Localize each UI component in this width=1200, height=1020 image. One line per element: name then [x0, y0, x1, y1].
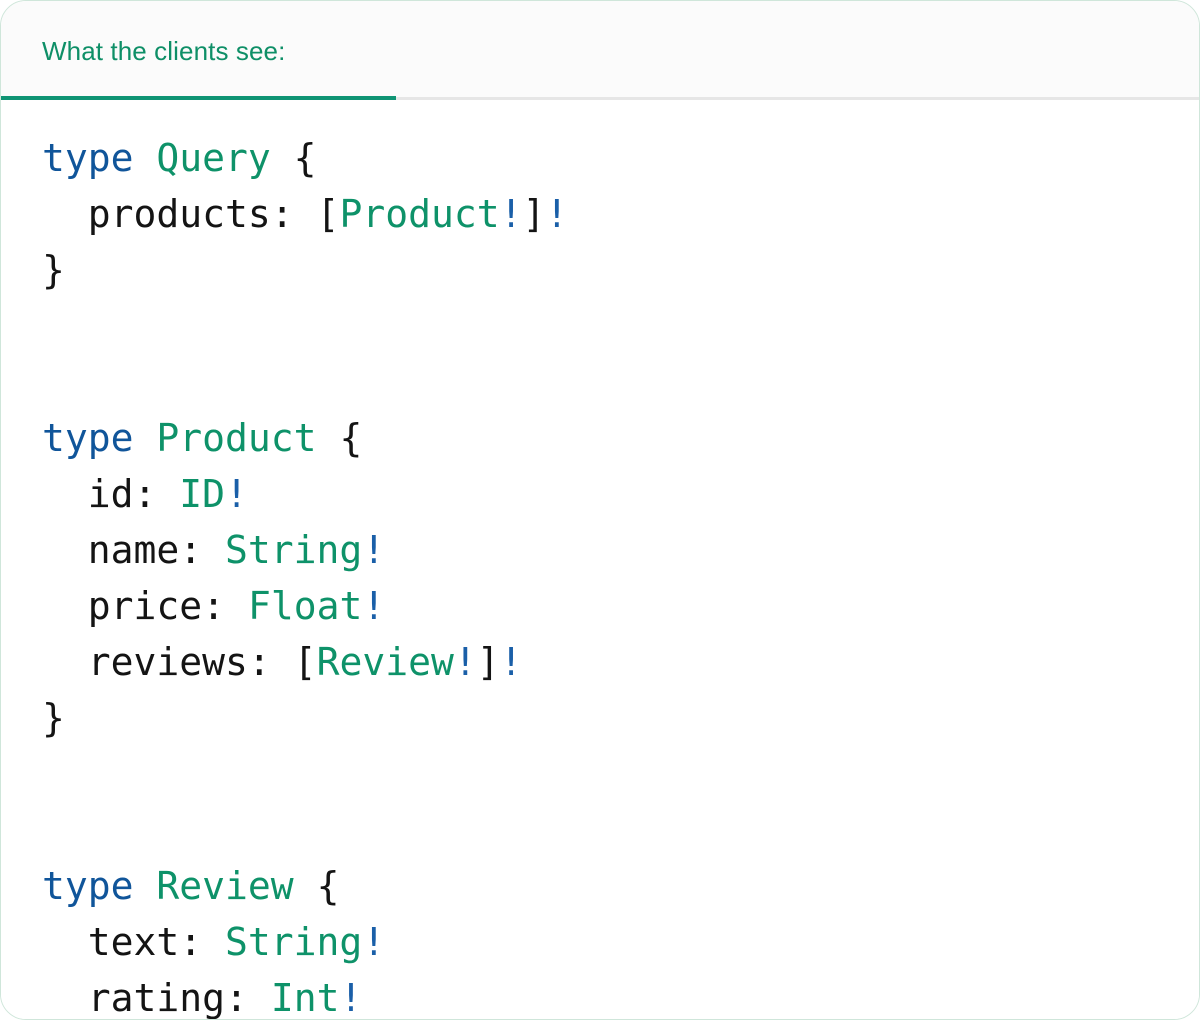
code-token-pun: ] — [476, 640, 500, 684]
code-token-pun — [134, 136, 157, 180]
code-token-kw: type — [42, 864, 134, 908]
graphql-schema-code[interactable]: type Query { products: [Product!]! } typ… — [1, 130, 1199, 1020]
code-line: rating: Int! — [42, 976, 363, 1020]
code-line: name: String! — [42, 528, 385, 572]
code-token-pun — [134, 864, 157, 908]
code-line-blank — [42, 354, 1199, 410]
code-panel: type Query { products: [Product!]! } typ… — [1, 100, 1199, 1020]
code-line: text: String! — [42, 920, 385, 964]
code-line: products: [Product!]! — [42, 192, 569, 236]
code-token-kw: type — [42, 416, 134, 460]
code-token-name: name: — [87, 528, 203, 572]
code-indent — [42, 472, 88, 516]
code-token-bang: ! — [453, 640, 477, 684]
code-indent — [42, 192, 88, 236]
code-token-pun: ] — [522, 192, 546, 236]
code-token-bang: ! — [339, 976, 363, 1020]
code-indent — [42, 584, 88, 628]
code-token-type: Int — [270, 976, 340, 1020]
code-line: } — [42, 696, 65, 740]
code-token-bang: ! — [362, 920, 386, 964]
code-token-type: Review — [316, 640, 454, 684]
code-indent — [42, 920, 88, 964]
code-token-bang: ! — [362, 528, 386, 572]
code-token-type: ID — [179, 472, 226, 516]
code-token-pun: [ — [293, 192, 340, 236]
code-line: id: ID! — [42, 472, 248, 516]
code-token-name: id: — [87, 472, 157, 516]
code-line: } — [42, 248, 65, 292]
code-token-bang: ! — [499, 192, 523, 236]
code-token-type: Query — [156, 136, 271, 180]
code-token-pun — [248, 976, 271, 1019]
code-token-name: reviews: — [87, 640, 271, 684]
code-line-blank — [42, 298, 1199, 354]
code-line: type Review { — [42, 864, 339, 908]
code-token-pun: { — [293, 864, 340, 908]
code-token-name: products: — [87, 192, 294, 236]
code-token-kw: type — [42, 136, 134, 180]
code-token-pun — [225, 584, 248, 628]
code-token-pun: { — [270, 136, 317, 180]
code-token-pun: } — [42, 696, 65, 740]
code-token-pun: } — [42, 248, 65, 292]
tab-label: What the clients see: — [42, 35, 286, 66]
code-indent — [42, 528, 88, 572]
code-indent — [42, 976, 88, 1019]
code-line-blank — [42, 802, 1199, 858]
code-token-type: Float — [247, 584, 363, 628]
code-token-pun: [ — [270, 640, 317, 684]
code-token-pun — [156, 472, 179, 516]
code-token-bang: ! — [225, 472, 248, 516]
code-line: reviews: [Review!]! — [42, 640, 523, 684]
code-indent — [42, 640, 88, 684]
code-token-pun — [202, 528, 225, 572]
code-token-type: Review — [156, 864, 294, 908]
code-token-bang: ! — [362, 584, 386, 628]
code-line: price: Float! — [42, 584, 385, 628]
code-token-bang: ! — [499, 640, 523, 684]
code-token-type: Product — [156, 416, 317, 460]
code-token-name: text: — [87, 920, 203, 964]
code-token-pun — [134, 416, 157, 460]
code-line: type Product { — [42, 416, 362, 460]
code-token-pun — [202, 920, 225, 964]
code-token-bang: ! — [545, 192, 569, 236]
code-token-type: String — [225, 528, 363, 572]
code-line: type Query { — [42, 136, 317, 180]
code-line-blank — [42, 746, 1199, 802]
code-token-type: Product — [339, 192, 500, 236]
code-token-type: String — [225, 920, 363, 964]
tab-what-the-clients-see[interactable]: What the clients see: — [1, 1, 396, 100]
code-token-name: price: — [87, 584, 226, 628]
code-token-pun: { — [316, 416, 363, 460]
code-token-name: rating: — [87, 976, 248, 1020]
tab-strip: What the clients see: — [1, 1, 1199, 100]
